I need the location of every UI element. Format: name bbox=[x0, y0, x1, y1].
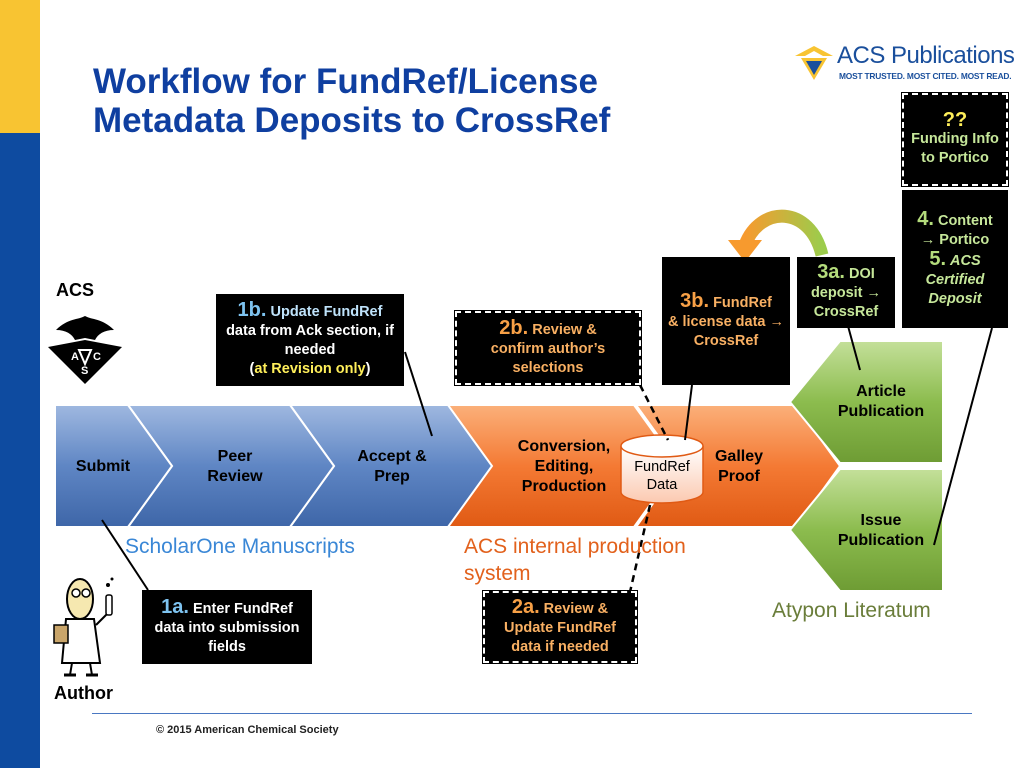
step-portico-question-box: ?? Funding Info to Portico bbox=[901, 92, 1009, 187]
step-1a-number: 1a. bbox=[161, 595, 189, 618]
acs-emblem: A C S bbox=[48, 310, 122, 384]
step-2b-box: 2b. Review & confirm author’s selections bbox=[454, 310, 642, 386]
step-4-text-b: → Portico bbox=[920, 231, 990, 248]
emblem-letter-a: A bbox=[71, 351, 79, 363]
step-2b-number: 2b. bbox=[499, 316, 529, 339]
step-4-text-a: Content bbox=[937, 212, 993, 229]
stage-issue-publication: Issue Publication bbox=[837, 512, 925, 549]
step-3a-number: 3a. bbox=[817, 261, 845, 283]
step-3a-box: 3a. DOI deposit → CrossRef bbox=[797, 257, 895, 328]
acs-logo bbox=[793, 42, 835, 82]
step-5-number: 5. bbox=[929, 247, 947, 270]
step-question-number: ?? bbox=[942, 109, 968, 131]
step-1a-text: Enter FundRef data into submission field… bbox=[154, 600, 300, 655]
scientist-icon bbox=[53, 577, 114, 677]
slide-title: Workflow for FundRef/License Metadata De… bbox=[93, 62, 611, 140]
step-1b-text-b: data from Ack section, if needed bbox=[226, 323, 394, 358]
region-scholarone: ScholarOne Manuscripts bbox=[125, 535, 355, 558]
copyright-text: © 2015 American Chemical Society bbox=[156, 724, 339, 736]
stage-accept-prep: Accept & Prep bbox=[357, 448, 427, 485]
issue-publication-shape bbox=[788, 468, 944, 592]
step-1b-number: 1b. bbox=[237, 299, 267, 321]
submit-chevron bbox=[54, 404, 174, 528]
step-3b-box: 3b. FundRef & license data → CrossRef bbox=[662, 257, 790, 385]
stage-submit: Submit bbox=[75, 458, 131, 475]
acs-logo-icon bbox=[795, 46, 833, 80]
eagle-emblem-icon: A C S bbox=[48, 316, 122, 384]
emblem-letter-c: C bbox=[93, 351, 101, 363]
logo-title: ACS Publications bbox=[837, 42, 1015, 69]
footer-divider bbox=[92, 713, 972, 714]
step-1b-paren-open: ( bbox=[249, 361, 255, 377]
curved-arrow-icon bbox=[728, 209, 829, 262]
step-5-text: ACS Certified Deposit bbox=[925, 252, 985, 307]
step-3b-number: 3b. bbox=[680, 289, 710, 312]
step-2b-text-b: confirm author’s selections bbox=[490, 340, 606, 376]
stage-galley-proof: Galley Proof bbox=[714, 448, 764, 485]
side-bar-yellow bbox=[0, 0, 40, 133]
article-publication-shape bbox=[788, 340, 944, 464]
step-4-5-box: 4. Content → Portico 5. ACS Certified De… bbox=[902, 190, 1008, 328]
step-1a-box: 1a. Enter FundRef data into submission f… bbox=[142, 590, 312, 664]
author-illustration bbox=[46, 575, 122, 679]
fundref-data-label: FundRef Data bbox=[634, 459, 690, 493]
step-2a-number: 2a. bbox=[511, 595, 540, 618]
region-atypon: Atypon Literatum bbox=[772, 599, 931, 622]
fundref-data-cylinder bbox=[620, 434, 704, 504]
step-1b-text-a: Update FundRef bbox=[270, 304, 383, 320]
step-2a-text-a: Review & bbox=[543, 600, 609, 617]
logo-tagline: MOST TRUSTED. MOST CITED. MOST READ. bbox=[839, 71, 1012, 81]
step-3a-text-a: DOI bbox=[849, 266, 875, 282]
step-2b-text-a: Review & bbox=[532, 321, 597, 338]
acs-label: ACS bbox=[56, 280, 95, 300]
step-1b-highlight: at Revision only bbox=[254, 361, 366, 377]
step-1b-paren-close: ) bbox=[365, 361, 371, 377]
step-3a-text-b: deposit → CrossRef bbox=[810, 285, 882, 320]
connector-lines bbox=[101, 325, 993, 591]
side-bar-blue bbox=[0, 133, 40, 768]
stage-article-publication: Article Publication bbox=[837, 383, 925, 420]
region-acs-internal: ACS internal production system bbox=[464, 535, 686, 585]
dashed-connectors bbox=[628, 384, 670, 593]
step-question-text: Funding Info to Portico bbox=[911, 131, 999, 166]
step-1b-box: 1b. Update FundRef data from Ack section… bbox=[216, 294, 404, 386]
stage-peer-review: Peer Review bbox=[207, 448, 263, 485]
step-2a-text-b: Update FundRef data if needed bbox=[504, 619, 616, 655]
author-label: Author bbox=[54, 683, 113, 703]
stage-conversion: Conversion, Editing, Production bbox=[517, 438, 611, 495]
step-2a-box: 2a. Review & Update FundRef data if need… bbox=[482, 590, 638, 664]
emblem-letter-s: S bbox=[81, 365, 88, 377]
step-3b-text-a: FundRef bbox=[713, 294, 772, 311]
step-3b-text-b: & license data → CrossRef bbox=[667, 313, 785, 349]
step-4-number: 4. bbox=[917, 207, 934, 230]
